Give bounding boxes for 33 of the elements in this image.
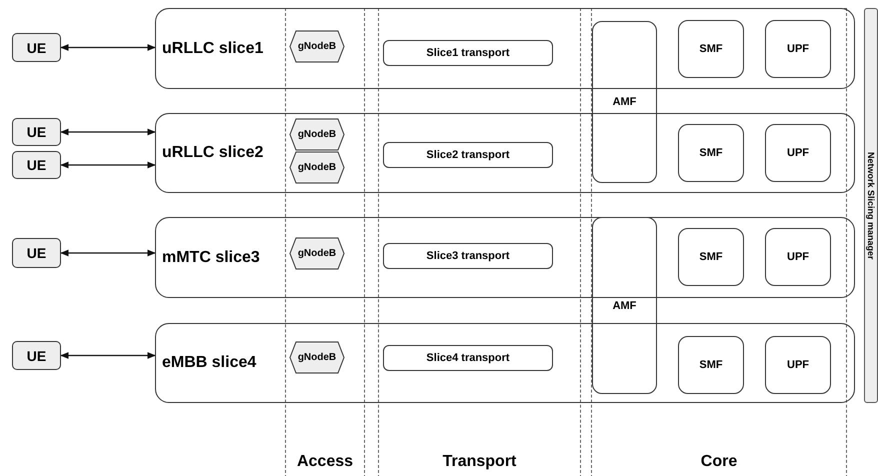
ue-box: UE: [12, 151, 61, 179]
arrow: [60, 128, 156, 136]
arrow: [60, 44, 156, 51]
arrow: [60, 162, 156, 168]
column-label: Access: [296, 453, 354, 471]
transport-box: Slice1 transport: [383, 40, 553, 66]
ue-box: UE: [12, 33, 61, 62]
column-label: Transport: [442, 453, 518, 471]
transport-box: Slice4 transport: [383, 345, 553, 371]
function-box: SMF: [678, 228, 744, 286]
function-box: SMF: [678, 336, 744, 394]
function-box: UPF: [765, 124, 831, 182]
ue-box: UE: [12, 238, 61, 268]
dashed-column: [591, 8, 847, 476]
function-box: SMF: [678, 20, 744, 78]
gnodeb-hexagon: gNodeB: [289, 341, 345, 374]
gnodeb-hexagon: gNodeB: [289, 30, 345, 63]
gnodeb-hexagon: gNodeB: [289, 237, 345, 270]
manager-bar: Network Slicing manager: [864, 8, 878, 403]
gnodeb-hexagon: gNodeB: [289, 118, 345, 151]
function-box: UPF: [765, 336, 831, 394]
ue-box: UE: [12, 118, 61, 146]
dashed-column: [378, 8, 581, 476]
arrow: [60, 250, 156, 256]
function-box: UPF: [765, 228, 831, 286]
arrow: [60, 352, 156, 359]
transport-box: Slice2 transport: [383, 142, 553, 168]
function-box: UPF: [765, 20, 831, 78]
function-box: SMF: [678, 124, 744, 182]
column-label: Core: [700, 453, 738, 471]
gnodeb-hexagon: gNodeB: [289, 151, 345, 184]
ue-box: UE: [12, 341, 61, 370]
transport-box: Slice3 transport: [383, 243, 553, 269]
